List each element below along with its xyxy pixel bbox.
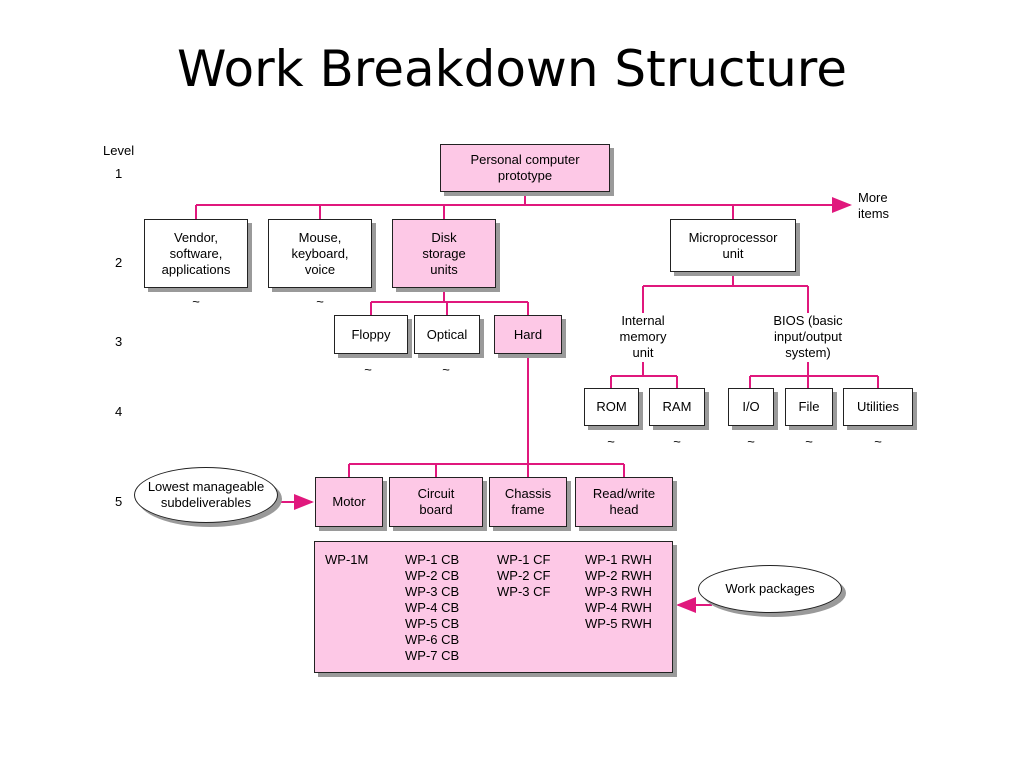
node-vendor-software-applications: Vendor, software, applications bbox=[144, 219, 248, 288]
work-package-item: WP-1M bbox=[325, 552, 369, 567]
wp-column-read-write-head: WP-1 RWH WP-2 RWH WP-3 RWH WP-4 RWH WP-5… bbox=[585, 552, 652, 632]
work-package-item: WP-4 CB bbox=[405, 600, 460, 615]
node-ram: RAM bbox=[649, 388, 705, 426]
node-chassis-frame: Chassis frame bbox=[489, 477, 567, 527]
level-header: Level bbox=[103, 143, 135, 158]
level-1-label: 1 bbox=[115, 166, 123, 181]
node-utilities: Utilities bbox=[843, 388, 913, 426]
node-bios: BIOS (basic input/output system) bbox=[773, 313, 843, 360]
node-mouse-keyboard-voice: Mouse, keyboard, voice bbox=[268, 219, 372, 288]
wp-column-chassis-frame: WP-1 CF WP-2 CF WP-3 CF bbox=[497, 552, 550, 600]
level-3-label: 3 bbox=[115, 334, 123, 349]
continuation-tilde: ~ bbox=[673, 434, 681, 449]
node-file: File bbox=[785, 388, 833, 426]
continuation-tilde: ~ bbox=[442, 362, 450, 377]
continuation-tilde: ~ bbox=[364, 362, 372, 377]
node-circuit-board: Circuit board bbox=[389, 477, 483, 527]
continuation-tilde: ~ bbox=[316, 294, 324, 309]
work-package-item: WP-7 CB bbox=[405, 648, 460, 663]
work-package-item: WP-3 RWH bbox=[585, 584, 652, 599]
more-items-label: More items bbox=[858, 190, 890, 221]
continuation-tilde: ~ bbox=[805, 434, 813, 449]
callout-work-packages: Work packages bbox=[698, 565, 842, 613]
callout-lowest-manageable-subdeliverables: Lowest manageable subdeliverables bbox=[134, 467, 278, 523]
work-package-item: WP-1 CF bbox=[497, 552, 551, 567]
work-package-item: WP-3 CB bbox=[405, 584, 460, 599]
node-personal-computer-prototype: Personal computer prototype bbox=[440, 144, 610, 192]
node-internal-memory-unit: Internal memory unit bbox=[619, 313, 667, 360]
wp-column-circuit-board: WP-1 CB WP-2 CB WP-3 CB WP-4 CB WP-5 CB … bbox=[405, 552, 459, 664]
work-package-item: WP-2 CB bbox=[405, 568, 460, 583]
work-package-item: WP-6 CB bbox=[405, 632, 460, 647]
continuation-tilde: ~ bbox=[874, 434, 882, 449]
level-2-label: 2 bbox=[115, 255, 123, 270]
node-io: I/O bbox=[728, 388, 774, 426]
level-4-label: 4 bbox=[115, 404, 123, 419]
node-microprocessor-unit: Microprocessor unit bbox=[670, 219, 796, 272]
node-optical: Optical bbox=[414, 315, 480, 354]
node-hard: Hard bbox=[494, 315, 562, 354]
wp-column-motor: WP-1M bbox=[325, 552, 368, 568]
continuation-tilde: ~ bbox=[747, 434, 755, 449]
node-motor: Motor bbox=[315, 477, 383, 527]
work-packages-panel: WP-1M WP-1 CB WP-2 CB WP-3 CB WP-4 CB WP… bbox=[314, 541, 673, 673]
node-read-write-head: Read/write head bbox=[575, 477, 673, 527]
node-floppy: Floppy bbox=[334, 315, 408, 354]
continuation-tilde: ~ bbox=[192, 294, 200, 309]
work-package-item: WP-5 CB bbox=[405, 616, 460, 631]
node-disk-storage-units: Disk storage units bbox=[392, 219, 496, 288]
slide-title: Work Breakdown Structure bbox=[176, 40, 848, 98]
work-package-item: WP-4 RWH bbox=[585, 600, 652, 615]
work-package-item: WP-1 CB bbox=[405, 552, 460, 567]
work-package-item: WP-1 RWH bbox=[585, 552, 652, 567]
work-package-item: WP-2 RWH bbox=[585, 568, 652, 583]
level-5-label: 5 bbox=[115, 494, 123, 509]
work-package-item: WP-5 RWH bbox=[585, 616, 652, 631]
node-rom: ROM bbox=[584, 388, 639, 426]
continuation-tilde: ~ bbox=[607, 434, 615, 449]
work-package-item: WP-2 CF bbox=[497, 568, 551, 583]
work-package-item: WP-3 CF bbox=[497, 584, 551, 599]
